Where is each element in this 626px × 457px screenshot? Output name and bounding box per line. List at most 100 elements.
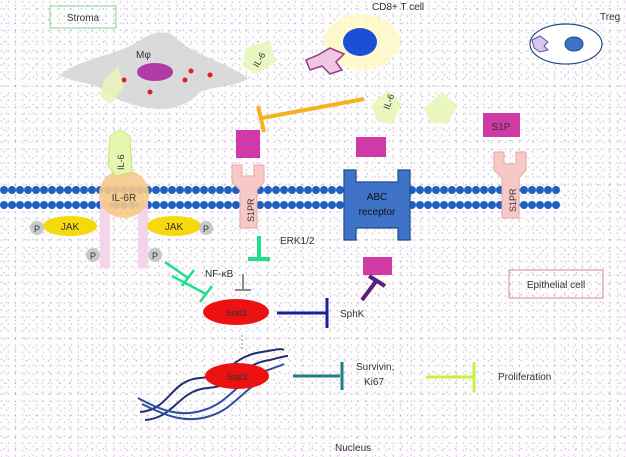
phospho-right-jak-label: P (203, 224, 209, 234)
cell-membrane (0, 186, 560, 209)
membrane-lipid-head (304, 201, 312, 209)
membrane-lipid-head (80, 186, 88, 194)
membrane-lipid-head (48, 186, 56, 194)
membrane-lipid-head (328, 201, 336, 209)
membrane-lipid-head (328, 186, 336, 194)
membrane-lipid-head (472, 186, 480, 194)
membrane-lipid-head (464, 186, 472, 194)
membrane-lipid-head (184, 186, 192, 194)
inhibit-line-p2 (171, 274, 207, 296)
membrane-lipid-head (416, 186, 424, 194)
membrane-lipid-head (8, 201, 16, 209)
s1pr-right-label: S1PR (508, 188, 518, 212)
membrane-lipid-head (552, 201, 560, 209)
membrane-lipid-head (272, 186, 280, 194)
cd8-receptor-icon (305, 47, 346, 75)
membrane-lipid-head (448, 201, 456, 209)
s1p-label: S1P (492, 122, 511, 133)
sphk-arrow-bar (367, 274, 387, 288)
il6-receptor: IL-6R IL-6 (99, 129, 149, 268)
membrane-lipid-head (464, 201, 472, 209)
s1pr-right: S1PR (493, 151, 527, 219)
macrophage-granule (121, 77, 127, 83)
membrane-lipid-head (288, 186, 296, 194)
membrane-lipid-head (200, 201, 208, 209)
membrane-lipid-head (176, 201, 184, 209)
macrophage-granule (188, 68, 194, 74)
membrane-lipid-head (48, 201, 56, 209)
abc-receptor: ABC receptor (343, 169, 411, 241)
membrane-lipid-head (488, 186, 496, 194)
phospho-left-low (86, 248, 100, 262)
inhibit-line-p1 (164, 260, 189, 280)
membrane-lipid-head (264, 186, 272, 194)
membrane-lipid-head (520, 186, 528, 194)
membrane-lipid-head (480, 186, 488, 194)
erk-label: ERK1/2 (280, 236, 315, 247)
il6-free-label: IL-6 (381, 93, 396, 111)
membrane-lipid-head (64, 186, 72, 194)
macrophage-label: Mφ (136, 50, 151, 61)
sphk-arrow-line (360, 278, 379, 302)
membrane-lipid-head (24, 186, 32, 194)
membrane-lipid-head (312, 186, 320, 194)
membrane-lipid-head (304, 186, 312, 194)
stat3-top-label: Stat3 (225, 308, 246, 318)
membrane-lipid-head (64, 201, 72, 209)
membrane-lipid-head (536, 201, 544, 209)
nucleus-label: Nucleus (335, 443, 371, 454)
membrane-lipid-head (424, 186, 432, 194)
membrane-lipid-head (56, 186, 64, 194)
membrane-lipid-head (320, 201, 328, 209)
stat3-nucleus (205, 363, 269, 389)
membrane-lipid-head (224, 201, 232, 209)
membrane-lipid-head (264, 201, 272, 209)
membrane-lipid-head (336, 201, 344, 209)
jak-left-label: JAK (61, 222, 80, 233)
survivin-label-line1: Survivin, (356, 362, 394, 373)
membrane-lipid-head (456, 186, 464, 194)
treg-cell (529, 23, 603, 65)
inhibit-bar-p2 (199, 285, 213, 303)
membrane-lipid-head (424, 201, 432, 209)
membrane-lipid-head (168, 186, 176, 194)
membrane-lipid-head (520, 201, 528, 209)
membrane-lipid-head (432, 186, 440, 194)
membrane-lipid-head (40, 186, 48, 194)
macrophage-nucleus (137, 63, 173, 81)
treg-label: Treg (600, 12, 620, 23)
il6-ligand-shape (424, 92, 458, 124)
membrane-lipid-head (296, 201, 304, 209)
epithelial-label: Epithelial cell (527, 280, 585, 291)
phospho-right-low (148, 248, 162, 262)
jak-right-label: JAK (165, 222, 184, 233)
stat3-cytoplasm (203, 299, 269, 325)
membrane-lipid-head (336, 186, 344, 194)
membrane-lipid-head (440, 186, 448, 194)
il6-ligand-shape (372, 90, 402, 124)
il6r-label: IL-6R (112, 193, 136, 204)
membrane-lipid-head (232, 201, 240, 209)
membrane-lipid-head (320, 186, 328, 194)
membrane-lipid-head (24, 201, 32, 209)
survivin-label-line2: Ki67 (364, 377, 384, 388)
membrane-lipid-head (272, 201, 280, 209)
membrane-lipid-head (256, 201, 264, 209)
membrane-lipid-head (32, 201, 40, 209)
membrane-lipid-head (8, 186, 16, 194)
il6-ligand-shape (242, 40, 276, 74)
membrane-lipid-head (16, 186, 24, 194)
membrane-lipid-head (16, 201, 24, 209)
membrane-lipid-head (296, 186, 304, 194)
membrane-lipid-head (32, 186, 40, 194)
membrane-lipid-head (416, 201, 424, 209)
treg-receptor-icon (531, 35, 549, 53)
membrane-lipid-head (40, 201, 48, 209)
phospho-left-jak (30, 221, 44, 235)
phospho-left-low-label: P (90, 251, 96, 261)
membrane-lipid-head (224, 186, 232, 194)
membrane-lipid-head (192, 201, 200, 209)
inhibit-bar-cd8 (256, 105, 266, 133)
membrane-lipid-head (88, 186, 96, 194)
